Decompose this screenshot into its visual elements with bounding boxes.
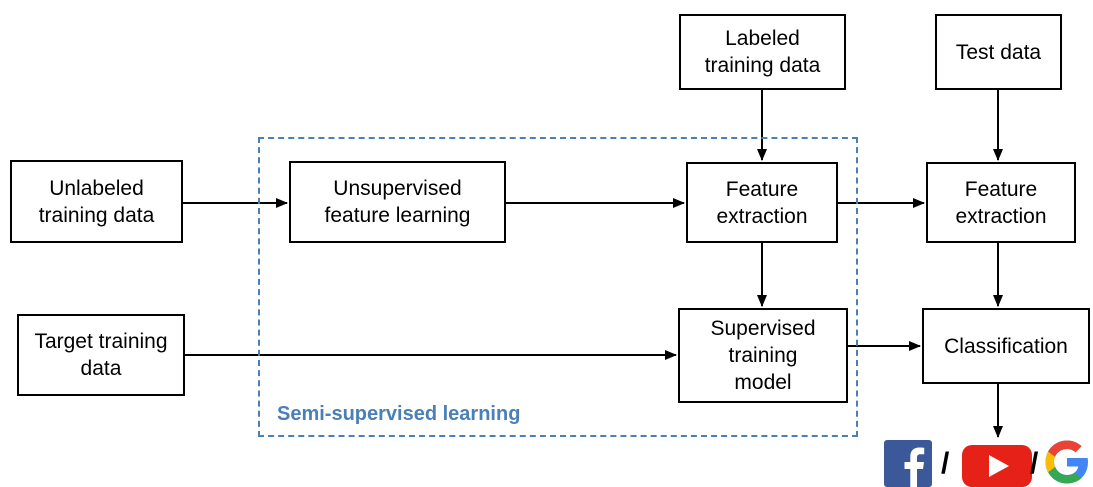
separator-2: / (1030, 447, 1039, 480)
separator-1: / (941, 447, 950, 480)
unsupervised-feature-learning-box: Unsupervised feature learning (289, 161, 506, 243)
google-icon (1045, 440, 1088, 484)
facebook-icon (884, 440, 932, 487)
semi-supervised-label: Semi-supervised learning (277, 403, 521, 425)
target-training-data-box: Target training data (17, 314, 185, 396)
feature-extraction-box: Feature extraction (686, 162, 838, 243)
youtube-icon (962, 445, 1032, 487)
classification-box: Classification (922, 308, 1090, 384)
feature-extraction-box-2: Feature extraction (926, 162, 1076, 243)
labeled-training-data-box: Labeled training data (679, 14, 846, 90)
unlabeled-training-data-box: Unlabeled training data (10, 160, 183, 243)
semi-supervised-region (258, 137, 858, 437)
test-data-box: Test data (935, 14, 1062, 90)
supervised-training-model-box: Supervised training model (678, 308, 848, 403)
